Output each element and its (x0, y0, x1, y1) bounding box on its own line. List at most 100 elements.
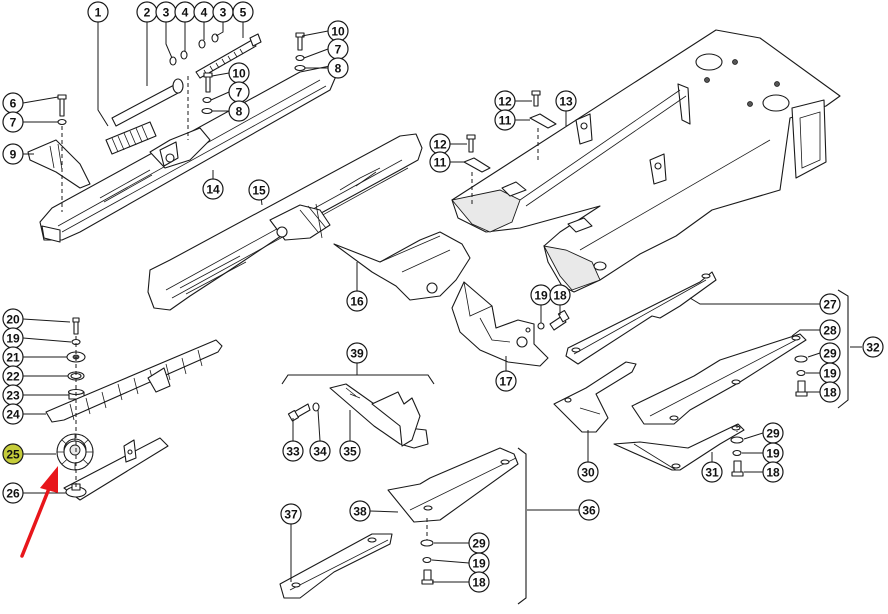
callout-18[interactable]: 18 (762, 461, 784, 483)
callout-number: 11 (499, 114, 512, 128)
callout-circle (228, 100, 250, 122)
callout-29[interactable]: 29 (762, 422, 784, 444)
callout-25[interactable]: 25 (2, 443, 24, 465)
bracket-part-9[interactable] (27, 94, 91, 189)
callout-39[interactable]: 39 (346, 342, 368, 364)
callout-37[interactable]: 37 (280, 503, 302, 525)
callout-16[interactable]: 16 (346, 290, 368, 312)
callout-29[interactable]: 29 (468, 532, 490, 554)
callout-26[interactable]: 26 (2, 482, 24, 504)
callout-9[interactable]: 9 (2, 143, 24, 165)
blade-part-28[interactable] (631, 333, 807, 425)
callout-number: 12 (498, 95, 512, 109)
callout-15[interactable]: 15 (248, 179, 270, 201)
callout-3[interactable]: 3 (212, 1, 234, 23)
callout-13[interactable]: 13 (555, 90, 577, 112)
callout-24[interactable]: 24 (2, 403, 24, 425)
callout-31[interactable]: 31 (701, 461, 723, 483)
bracket-part-35[interactable] (329, 383, 429, 449)
callout-11[interactable]: 11 (429, 151, 451, 173)
callout-22[interactable]: 22 (2, 365, 24, 387)
callout-number: 10 (232, 67, 246, 81)
bracket-11-12-upper[interactable] (529, 90, 557, 129)
bolt-part-33[interactable] (287, 403, 311, 422)
callout-34[interactable]: 34 (309, 440, 331, 462)
blade-part-27[interactable] (565, 271, 717, 365)
bracket-11-12-lower[interactable] (463, 134, 491, 173)
callout-36[interactable]: 36 (578, 499, 600, 521)
callout-38[interactable]: 38 (349, 500, 371, 522)
callout-number: 19 (472, 557, 486, 571)
callout-circle (346, 290, 368, 312)
callout-12[interactable]: 12 (494, 90, 516, 112)
blade-part-37[interactable] (279, 533, 393, 599)
callout-number: 34 (313, 445, 327, 459)
callout-19[interactable]: 19 (2, 327, 24, 349)
callout-number: 38 (353, 505, 367, 519)
rail-part-15[interactable] (147, 133, 423, 311)
callout-circle (327, 57, 349, 79)
callout-19[interactable]: 19 (762, 442, 784, 464)
callout-10[interactable]: 10 (327, 20, 349, 42)
guard-part-16[interactable] (333, 231, 471, 301)
bolt-washer-18-19-part-17[interactable] (537, 309, 570, 331)
callout-35[interactable]: 35 (339, 440, 361, 462)
pin-part-2[interactable] (111, 78, 184, 127)
callout-7[interactable]: 7 (228, 81, 250, 103)
bolt-washer-10-7-8-right[interactable] (294, 32, 306, 72)
chassis-part-13[interactable] (451, 29, 841, 293)
callout-11[interactable]: 11 (494, 109, 516, 131)
callout-number: 8 (335, 62, 342, 76)
callout-number: 19 (823, 367, 837, 381)
callout-2[interactable]: 2 (136, 1, 158, 23)
callout-number: 29 (823, 347, 837, 361)
callout-1[interactable]: 1 (87, 1, 109, 23)
callout-8[interactable]: 8 (327, 57, 349, 79)
bracket-part-17[interactable] (451, 281, 549, 367)
chain-part-24[interactable] (45, 339, 223, 423)
hardware-29-19-18-bottom[interactable] (420, 539, 434, 585)
callout-28[interactable]: 28 (819, 319, 841, 341)
sprocket-part-25[interactable] (56, 433, 94, 471)
callout-4[interactable]: 4 (193, 1, 215, 23)
callout-4[interactable]: 4 (174, 1, 196, 23)
bolt-part-20[interactable] (72, 317, 80, 335)
callout-8[interactable]: 8 (228, 100, 250, 122)
callout-29[interactable]: 29 (819, 342, 841, 364)
threaded-rod-part-5[interactable] (195, 33, 262, 79)
hardware-29-19-18-upper-right[interactable] (794, 355, 808, 397)
callout-33[interactable]: 33 (282, 440, 304, 462)
callout-number: 7 (236, 86, 243, 100)
rail-part-14[interactable] (39, 65, 337, 243)
callout-17[interactable]: 17 (495, 370, 517, 392)
callout-12[interactable]: 12 (429, 133, 451, 155)
callout-number: 4 (201, 6, 208, 20)
callout-18[interactable]: 18 (468, 571, 490, 593)
callout-18[interactable]: 18 (549, 284, 571, 306)
callout-19[interactable]: 19 (819, 362, 841, 384)
callout-14[interactable]: 14 (202, 178, 224, 200)
callout-5[interactable]: 5 (232, 1, 254, 23)
callout-3[interactable]: 3 (155, 1, 177, 23)
bolt-washer-10-7-8-left[interactable] (201, 72, 213, 115)
callout-7[interactable]: 7 (2, 111, 24, 133)
callout-30[interactable]: 30 (577, 461, 599, 483)
spring-part-1[interactable] (105, 121, 157, 155)
blade-part-38[interactable] (387, 447, 519, 523)
callout-20[interactable]: 20 (2, 308, 24, 330)
callout-27[interactable]: 27 (819, 293, 841, 315)
callout-19[interactable]: 19 (468, 552, 490, 574)
callout-18[interactable]: 18 (819, 381, 841, 403)
blade-part-31[interactable] (613, 423, 745, 471)
callout-7[interactable]: 7 (327, 38, 349, 60)
blade-part-30[interactable] (553, 361, 637, 433)
washers-3-4[interactable] (169, 33, 219, 66)
washer-part-34[interactable] (312, 402, 320, 412)
callout-32[interactable]: 32 (862, 336, 884, 358)
hardware-29-19-18-lower-right[interactable] (730, 436, 744, 477)
callout-10[interactable]: 10 (228, 62, 250, 84)
callout-23[interactable]: 23 (2, 384, 24, 406)
callout-21[interactable]: 21 (2, 346, 24, 368)
callout-19[interactable]: 19 (530, 284, 552, 306)
callout-6[interactable]: 6 (2, 92, 24, 114)
